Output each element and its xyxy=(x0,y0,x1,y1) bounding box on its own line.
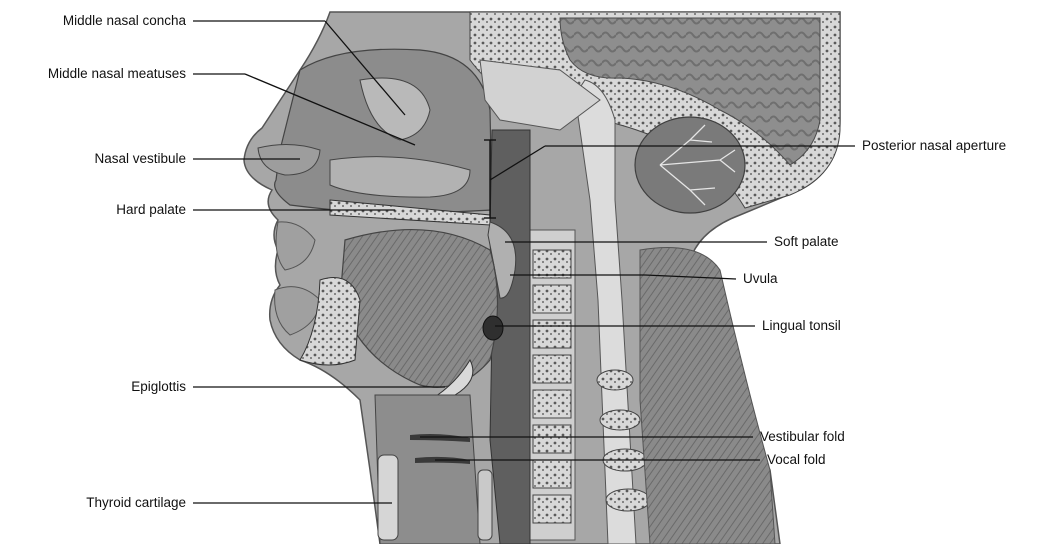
label-vestibular-fold: Vestibular fold xyxy=(760,429,845,445)
label-epiglottis: Epiglottis xyxy=(131,379,186,395)
trachea-ring xyxy=(478,470,492,540)
label-uvula: Uvula xyxy=(743,271,778,287)
label-soft-palate: Soft palate xyxy=(774,234,839,250)
label-nasal-vestibule: Nasal vestibule xyxy=(94,151,186,167)
label-middle-nasal-concha: Middle nasal concha xyxy=(63,13,186,29)
label-hard-palate: Hard palate xyxy=(116,202,186,218)
lingual-tonsil-mark xyxy=(483,316,503,340)
label-thyroid-cartilage: Thyroid cartilage xyxy=(86,495,186,511)
label-lingual-tonsil: Lingual tonsil xyxy=(762,318,841,334)
label-vocal-fold: Vocal fold xyxy=(767,452,826,468)
neck-muscles xyxy=(640,248,775,545)
label-posterior-nasal-aperture: Posterior nasal aperture xyxy=(862,138,1006,154)
label-middle-nasal-meatuses: Middle nasal meatuses xyxy=(48,66,186,82)
thyroid-cartilage-shape xyxy=(378,455,398,540)
cerebellum xyxy=(635,117,745,213)
